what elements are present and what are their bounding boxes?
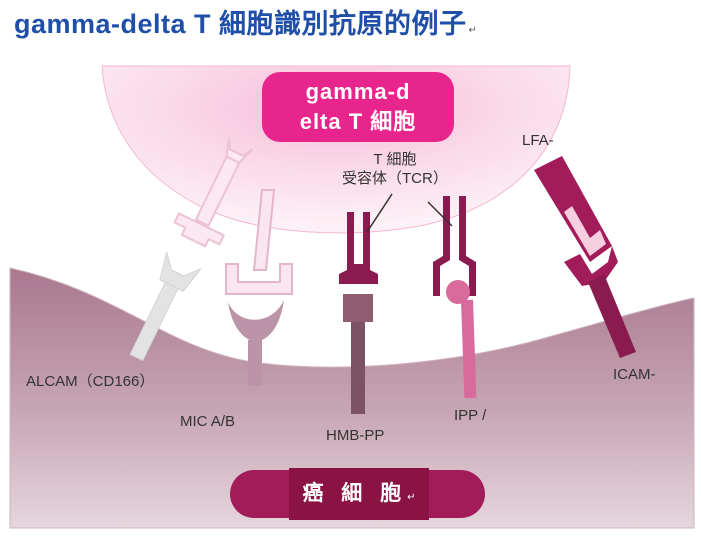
alcam-upper-head	[173, 212, 226, 248]
title-text: gamma-delta T 細胞識別抗原的例子	[14, 9, 467, 39]
title-return-mark: ↵	[468, 25, 478, 36]
mic-upper-stalk	[252, 189, 276, 271]
mic-receptor	[225, 189, 293, 386]
alcam-lower-stalk	[129, 281, 179, 362]
tcr-label: T 細胞 受容体（TCR）	[342, 150, 448, 188]
hmb-left-arm-top	[347, 212, 354, 254]
tcr-pointer-line-right	[427, 201, 453, 227]
mic-cancer-side	[228, 300, 284, 386]
page-title: gamma-delta T 細胞識別抗原的例子↵	[14, 2, 477, 41]
mic-lower-crescent	[228, 300, 284, 342]
lfa-inner-fork	[564, 206, 606, 256]
hmb-label: HMB-PP	[326, 427, 385, 444]
hmb-stalk	[351, 322, 365, 414]
hmb-tcr-arms	[339, 212, 378, 284]
icam-stalk	[588, 274, 636, 358]
lfa-label: LFA-	[522, 132, 554, 149]
ipp-tcr-arms	[433, 196, 476, 296]
alcam-t-cell-side	[173, 137, 254, 248]
ipp-right-arm-top	[459, 196, 466, 248]
ipp-receptor	[433, 196, 477, 399]
t-cell-label-line1: gamma-d	[305, 79, 411, 104]
cancer-cell-return-mark: ↵	[407, 492, 416, 503]
ipp-stalk	[461, 299, 477, 399]
ipp-tcr-cup	[433, 244, 450, 296]
t-cell-label-line2: elta T 細胞	[299, 109, 417, 134]
tcr-label-line1: T 細胞	[373, 151, 417, 168]
ipp-antigen	[446, 280, 470, 304]
mic-t-cell-side	[225, 189, 293, 295]
alcam-lower-fork	[159, 251, 202, 292]
mic-label: MIC A/B	[180, 413, 236, 430]
lfa-icam-receptor	[534, 156, 636, 358]
ipp-left-arm-top	[443, 196, 450, 248]
alcam-cancer-side	[129, 251, 202, 362]
hmb-receptor	[339, 212, 378, 414]
mic-lower-stalk	[248, 340, 262, 386]
alcam-upper-fork	[225, 137, 254, 164]
hmb-tcr-cup	[339, 252, 378, 284]
cancer-cell-label-text: 癌 細 胞	[302, 482, 408, 505]
hmb-right-arm-top	[363, 212, 370, 254]
hmb-antigen	[343, 294, 373, 322]
t-cell-label: gamma-d elta T 細胞	[262, 72, 454, 142]
cancer-cell-label: 癌 細 胞↵	[289, 468, 429, 520]
mic-upper-cup	[225, 263, 293, 295]
alcam-receptor	[129, 137, 254, 362]
alcam-label: ALCAM（CD166）	[26, 373, 155, 390]
tcr-label-line2: 受容体（TCR）	[342, 170, 448, 187]
ipp-tcr-cup-right	[459, 244, 476, 296]
icam-label: ICAM-	[613, 366, 656, 383]
tcr-pointer-line-left	[366, 193, 393, 233]
ipp-label: IPP /	[454, 407, 487, 424]
